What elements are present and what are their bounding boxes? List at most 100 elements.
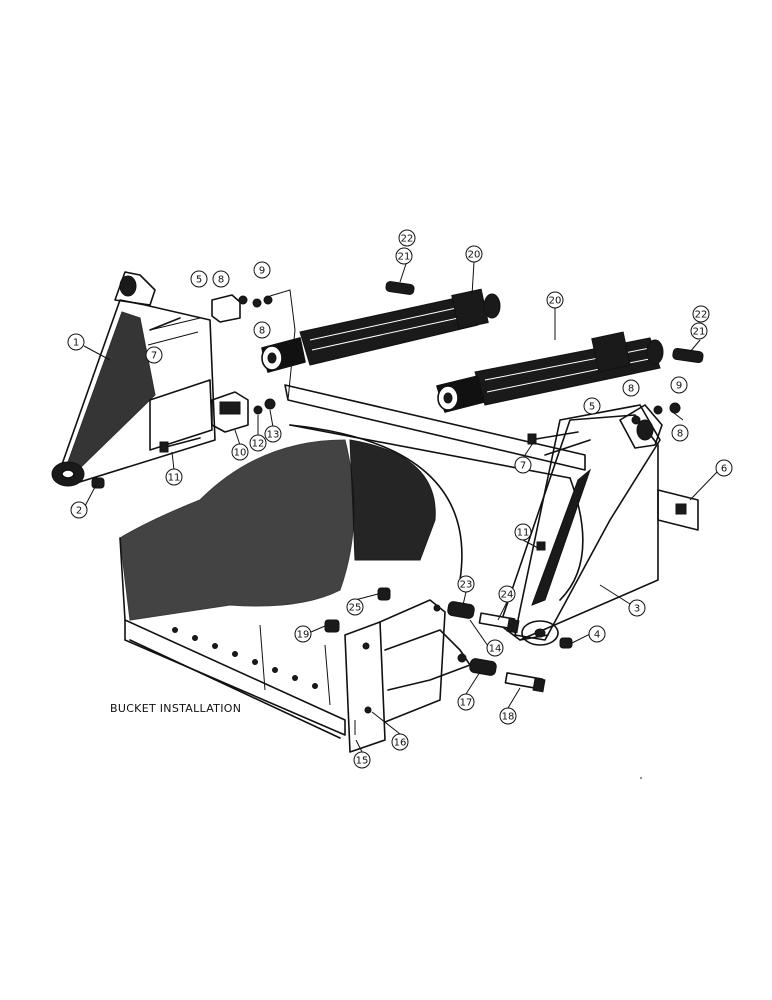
callout-c22b: 22 (692, 305, 710, 323)
callout-circle (670, 376, 688, 394)
callout-c8b: 8 (253, 321, 271, 339)
callout-label: 24 (501, 590, 514, 601)
right-bracket (657, 489, 699, 531)
callout-label: 21 (693, 327, 706, 338)
callout-circle (253, 261, 271, 279)
callout-label: 20 (468, 250, 481, 261)
right-bolts (527, 402, 681, 649)
cylinder-pins (385, 281, 704, 364)
left-lift-arm (51, 271, 216, 487)
callout-label: 21 (398, 252, 411, 263)
callout-c13: 13 (264, 425, 282, 443)
callout-c5a: 5 (190, 270, 208, 288)
callout-c7a: 7 (145, 346, 163, 364)
callout-circle (514, 523, 532, 541)
callout-circle (253, 321, 271, 339)
callout-c17: 17 (457, 693, 475, 711)
callout-circle (70, 501, 88, 519)
callout-label: 9 (676, 381, 682, 392)
callout-label: 13 (267, 430, 280, 441)
callout-circle (546, 291, 564, 309)
callout-label: 8 (628, 384, 634, 395)
hitch-plate (344, 599, 471, 753)
callout-c2: 2 (70, 501, 88, 519)
callout-circle (231, 443, 249, 461)
callout-circle (67, 333, 85, 351)
callout-circle (264, 425, 282, 443)
callout-circle (457, 575, 475, 593)
right-lift-arm (514, 404, 663, 646)
callout-circle (145, 346, 163, 364)
callout-label: 15 (356, 756, 369, 767)
callout-label: 7 (520, 461, 526, 472)
callout-circle (514, 456, 532, 474)
bucket-edge-holes (172, 627, 318, 689)
callout-circle (190, 270, 208, 288)
callout-c19: 19 (294, 625, 312, 643)
callout-circle (622, 379, 640, 397)
callout-circle (588, 625, 606, 643)
callout-c18: 18 (499, 707, 517, 725)
callout-c8d: 8 (671, 424, 689, 442)
callout-circle (692, 305, 710, 323)
callout-label: 19 (297, 630, 310, 641)
callout-c15: 15 (353, 751, 371, 769)
callout-circle (457, 693, 475, 711)
callout-label: 10 (234, 448, 247, 459)
leader-lines (83, 261, 718, 753)
hydraulic-cylinder-left (261, 288, 501, 373)
callout-circle (486, 639, 504, 657)
callout-c3: 3 (628, 599, 646, 617)
callout-label: 11 (168, 473, 181, 484)
callout-c11a: 11 (165, 468, 183, 486)
callout-circle (249, 434, 267, 452)
scan-speck (640, 777, 642, 779)
callout-c14: 14 (486, 639, 504, 657)
callout-circle (715, 459, 733, 477)
callout-c8c: 8 (622, 379, 640, 397)
callout-label: 16 (394, 738, 407, 749)
left-pin-bracket (211, 391, 276, 433)
callout-c9a: 9 (253, 261, 271, 279)
callout-c11b: 11 (514, 523, 532, 541)
callout-label: 20 (549, 296, 562, 307)
callout-label: 18 (502, 712, 515, 723)
callout-circle (583, 397, 601, 415)
callout-circle (690, 322, 708, 340)
callout-c20b: 20 (546, 291, 564, 309)
callout-circle (499, 707, 517, 725)
bucket (119, 384, 586, 739)
callout-label: 5 (196, 275, 202, 286)
callout-label: 4 (594, 630, 600, 641)
callout-c23: 23 (457, 575, 475, 593)
callout-circle (498, 585, 516, 603)
callout-c16: 16 (391, 733, 409, 751)
callout-circle (346, 598, 364, 616)
callout-c6: 6 (715, 459, 733, 477)
left-top-bracket (211, 294, 273, 323)
callout-label: 8 (259, 326, 265, 337)
callout-c21a: 21 (395, 247, 413, 265)
callout-label: 9 (259, 266, 265, 277)
callout-label: 17 (460, 698, 473, 709)
callout-circle (353, 751, 371, 769)
hydraulic-cylinder-right (436, 331, 664, 413)
callout-label: 25 (349, 603, 362, 614)
callout-circle (165, 468, 183, 486)
callout-label: 2 (76, 506, 82, 517)
callout-c10: 10 (231, 443, 249, 461)
diagram-caption: BUCKET INSTALLATION (110, 702, 241, 715)
callout-label: 8 (218, 275, 224, 286)
callout-c12: 12 (249, 434, 267, 452)
callout-label: 23 (460, 580, 473, 591)
callout-label: 3 (634, 604, 640, 615)
callout-circle (212, 270, 230, 288)
callout-c25: 25 (346, 598, 364, 616)
callout-circle (465, 245, 483, 263)
callout-label: 22 (401, 234, 414, 245)
callout-label: 12 (252, 439, 265, 450)
callout-label: 14 (489, 644, 502, 655)
callout-c7b: 7 (514, 456, 532, 474)
